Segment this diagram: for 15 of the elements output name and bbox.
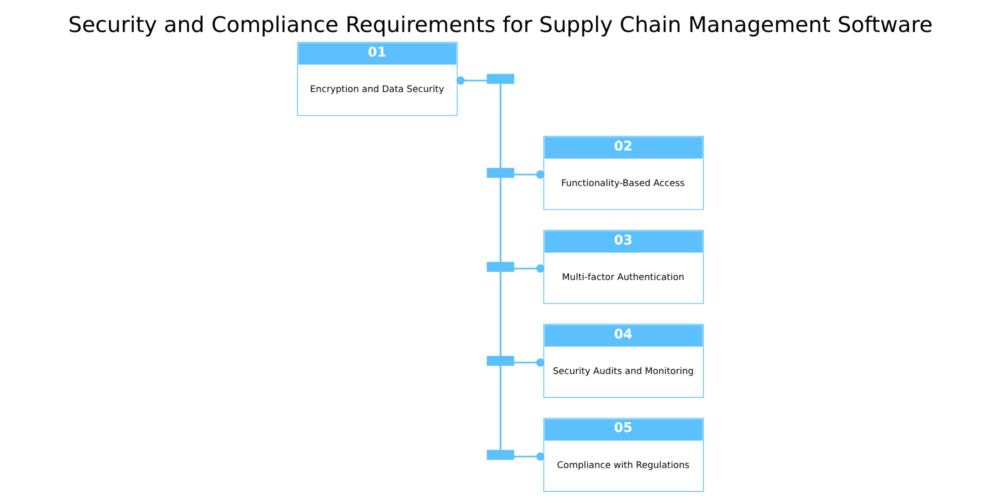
connector	[513, 264, 544, 273]
connector	[513, 170, 544, 179]
node-bar	[486, 74, 514, 84]
node-bar	[486, 262, 514, 272]
connector	[456, 76, 487, 85]
connector	[499, 84, 501, 168]
connector	[499, 272, 501, 356]
connector	[513, 358, 544, 367]
connector	[499, 178, 501, 262]
diagram-title: Security and Compliance Requirements for Supply Chain Management Software	[68, 13, 932, 38]
node-bar	[486, 356, 514, 366]
connector	[513, 452, 544, 461]
node-bar	[486, 168, 514, 178]
connector	[499, 366, 501, 450]
node-bar	[486, 450, 514, 460]
